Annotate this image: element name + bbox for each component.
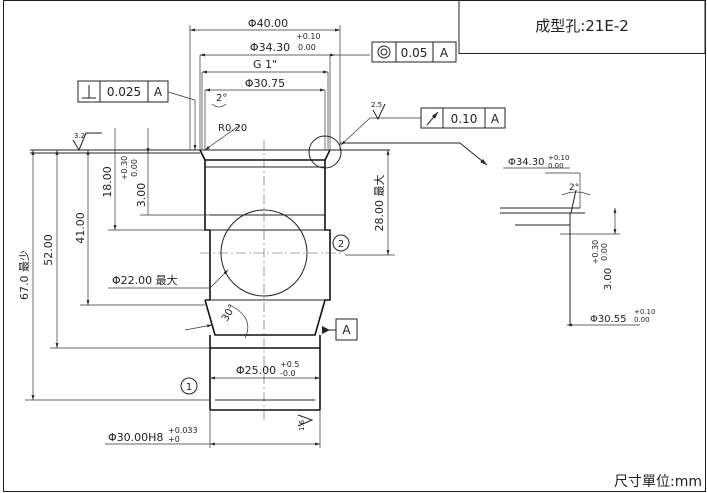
detail-phi34-upper: +0.10 (548, 154, 569, 162)
fcf-perpendicularity-datum: A (154, 85, 163, 99)
fcf-concentricity: 0.05 A (371, 41, 457, 63)
surface-finish-2-value: 2.5 (371, 101, 382, 109)
dim-52-label: 52.00 (42, 234, 55, 266)
dim-3-lower: 0.00 (130, 159, 139, 177)
dim-phi30h8-upper: +0.033 (168, 426, 198, 435)
dim-phi25-label: Φ25.00 (236, 364, 276, 377)
dim-phi30-75: Φ30.75 (204, 77, 326, 150)
dim-phi40: Φ40.00 (189, 17, 341, 150)
detail-angle-label: 2° (569, 183, 579, 193)
surface-finish-3-value: 1.6 (298, 419, 306, 431)
r020-leader (204, 124, 241, 151)
fcf-runout-tol: 0.10 (451, 112, 478, 126)
detail-depth-label: 3.00 (603, 268, 614, 290)
dim-phi22-label: Φ22.00 最大 (112, 273, 178, 287)
dim-3-upper: +0.30 (120, 156, 129, 181)
detail-phi34-label: Φ34.30 (508, 157, 545, 168)
angle-30-arrow (184, 324, 213, 331)
angle-2deg-label: 2° (216, 93, 227, 104)
detail-phi34-lower: 0.00 (548, 162, 564, 170)
angle-30-arc (229, 304, 249, 339)
dim-3: 3.00 +0.30 0.00 (120, 128, 210, 216)
dim-67: 67.0 最少 (18, 150, 210, 401)
concentricity-icon (377, 45, 391, 59)
dim-phi34-30-label: Φ34.30 (250, 41, 290, 54)
detail-arrow (459, 142, 488, 166)
balloon-2: 2 (332, 234, 350, 252)
balloon-1: 1 (180, 377, 198, 395)
detail-phi30-55-lower: 0.00 (634, 316, 650, 324)
fcf-concentricity-datum: A (440, 46, 449, 60)
balloon-2-label: 2 (338, 239, 344, 250)
fcf-perpendicularity-tol: 0.025 (107, 85, 141, 99)
angle-30-label: 30° (220, 303, 238, 324)
fcf-perpendicularity: 0.025 A (77, 80, 197, 150)
unit-note: 尺寸單位:mm (614, 474, 702, 490)
dim-28-label: 28.00 最大 (372, 175, 386, 232)
dim-phi25-upper: +0.5 (280, 360, 299, 369)
dim-41-label: 41.00 (74, 212, 87, 244)
sheet-border (3, 0, 706, 492)
dim-thread-label: G 1" (253, 58, 277, 71)
dim-phi34-30-lower: 0.00 (298, 43, 316, 52)
dim-phi22-leader (209, 269, 229, 289)
dim-phi40-label: Φ40.00 (248, 17, 288, 30)
dim-phi25-lower: -0.0 (280, 369, 296, 378)
detail-angle-arc (561, 191, 591, 196)
angle-2deg-arc (211, 103, 227, 108)
dim-thread: G 1" (201, 58, 329, 150)
detail-depth-upper: +0.30 (591, 240, 600, 265)
balloon-1-label: 1 (186, 382, 192, 393)
dim-52: 52.00 (42, 150, 210, 349)
dim-41: 41.00 (74, 150, 205, 306)
dim-phi30h8: Φ30.00H8 +0.033 +0 (105, 410, 321, 448)
r020-label: R0.20 (218, 123, 247, 134)
title-text: 成型孔:21E-2 (535, 17, 629, 35)
title-block (458, 0, 706, 54)
surface-finish-1-value: 3.2 (74, 132, 85, 140)
dim-3-label: 3.00 (135, 183, 148, 208)
fcf-runout-datum: A (491, 112, 500, 126)
dim-phi30h8-label: Φ30.00H8 (108, 431, 163, 444)
fcf-concentricity-tol: 0.05 (401, 46, 428, 60)
dim-18-label: 18.00 (101, 166, 114, 198)
dim-phi30h8-lower: +0 (168, 435, 180, 444)
dim-phi30-75-label: Φ30.75 (245, 77, 285, 90)
detail-depth-lower: 0.00 (600, 243, 609, 261)
detail-phi30-55-label: Φ30.55 (590, 314, 627, 325)
dim-28: 28.00 最大 (345, 150, 395, 256)
perpendicularity-icon (82, 85, 96, 99)
dim-18: 18.00 (101, 128, 210, 231)
surface-finish-3: 1.6 (297, 414, 314, 431)
dim-phi34-30-upper: +0.10 (296, 32, 321, 41)
surface-finish-1: 3.2 (72, 132, 102, 152)
surface-finish-2: 2.5 (371, 101, 386, 121)
datum-a-label: A (342, 323, 351, 337)
datum-a-marker: A (322, 318, 358, 341)
dim-67-label: 67.0 最少 (18, 250, 31, 300)
fcf-runout: 0.10 A (340, 107, 506, 146)
runout-icon (426, 111, 439, 126)
detail-view: 2° 3.00 +0.30 0.00 Φ34.30 +0.10 0.00 Φ30… (500, 154, 655, 327)
detail-phi30-55-upper: +0.10 (634, 308, 655, 316)
dim-phi34-30: Φ34.30 +0.10 0.00 (199, 32, 370, 150)
dim-phi25: Φ25.00 +0.5 -0.0 (210, 360, 320, 380)
